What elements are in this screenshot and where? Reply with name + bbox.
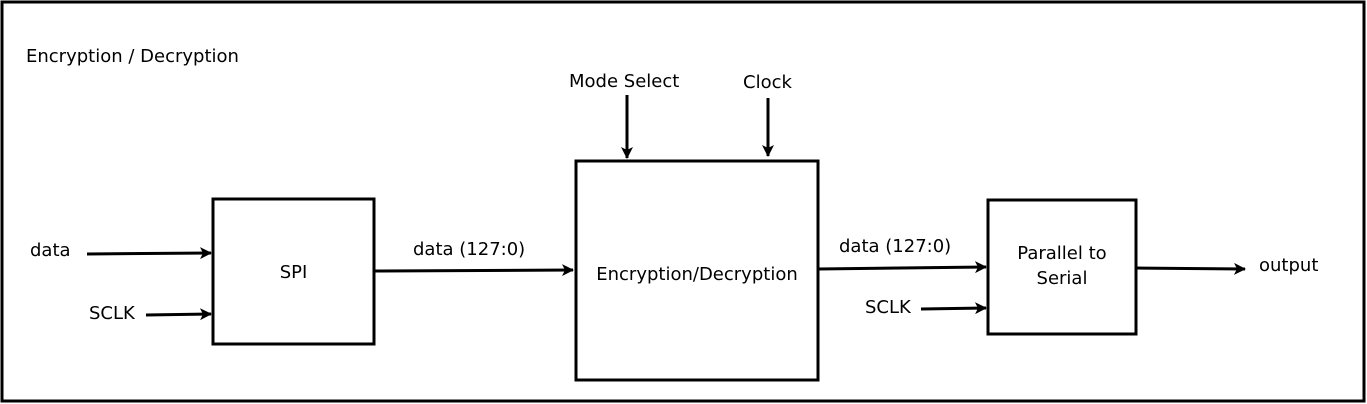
sclk-p2s-label: SCLK: [865, 297, 911, 318]
p2s-block-label-line1: Parallel to: [1017, 243, 1107, 264]
arrow-output: [1135, 262, 1246, 275]
arrow-data-in: [86, 247, 212, 260]
bus-core-p2s-label: data (127:0): [839, 236, 952, 257]
arrow-core-to-p2s: [817, 261, 987, 274]
output-label: output: [1259, 255, 1319, 276]
data-input-label: data: [30, 240, 71, 261]
clock-label: Clock: [743, 72, 792, 93]
sclk-input-label: SCLK: [89, 303, 135, 324]
diagram-title: Encryption / Decryption: [26, 46, 239, 67]
bus-spi-core-label: data (127:0): [413, 239, 526, 260]
spi-block: [211, 197, 376, 346]
mode-select-label: Mode Select: [569, 71, 680, 92]
encryption-block-label: Encryption/Decryption: [596, 264, 798, 285]
parallel-to-serial-block: [986, 198, 1138, 336]
arrow-spi-to-core: [373, 264, 574, 277]
spi-block-label: SPI: [279, 262, 308, 283]
p2s-block-label-line2: Serial: [1036, 268, 1088, 289]
arrow-sclk-in: [145, 308, 212, 321]
encryption-block: [574, 159, 820, 382]
arrow-sclk-p2s: [920, 302, 987, 315]
